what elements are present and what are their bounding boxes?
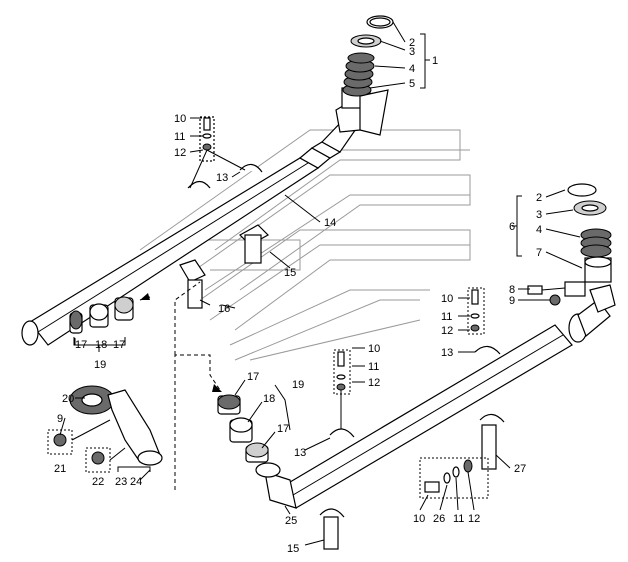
callout-22: 22 xyxy=(92,476,104,488)
callout-18-b: 18 xyxy=(263,393,275,405)
upper-elbow-assembly xyxy=(335,15,394,136)
callout-10-bottom: 10 xyxy=(413,513,425,525)
callout-5: 5 xyxy=(409,78,415,90)
right-sleeves xyxy=(217,384,291,463)
callout-12-center: 12 xyxy=(368,377,380,389)
right-bellows-assembly xyxy=(527,183,612,306)
callout-24: 24 xyxy=(130,476,142,488)
callout-19-b: 19 xyxy=(292,379,304,391)
callout-26: 26 xyxy=(433,513,445,525)
callout-21: 21 xyxy=(54,463,66,475)
callout-11-left: 11 xyxy=(174,131,185,143)
callout-20: 20 xyxy=(62,393,74,405)
callout-13-center: 13 xyxy=(294,447,306,459)
callout-14: 14 xyxy=(324,217,336,229)
callout-10-left: 10 xyxy=(174,113,186,125)
callout-8: 8 xyxy=(509,284,515,296)
callout-15-left: 15 xyxy=(284,267,296,279)
callout-4-upper: 4 xyxy=(409,63,415,75)
right-long-pipe xyxy=(255,284,616,509)
left-flange-elbow xyxy=(47,385,163,473)
callout-7: 7 xyxy=(536,247,542,259)
callout-9-left: 9 xyxy=(57,413,63,425)
callout-12-mid: 12 xyxy=(441,325,453,337)
callout-6: 6 xyxy=(509,221,515,233)
callout-3-upper: 3 xyxy=(409,46,415,58)
callout-labels: 1 2 3 4 5 10 11 12 13 14 15 16 17 18 17 … xyxy=(54,37,542,555)
left-long-pipe xyxy=(21,117,359,346)
callout-12-bottom: 12 xyxy=(468,513,480,525)
callout-10-center: 10 xyxy=(368,343,380,355)
callout-11-center: 11 xyxy=(368,361,379,373)
callout-1: 1 xyxy=(432,55,438,67)
callout-9-right: 9 xyxy=(509,295,515,307)
callout-17-d: 17 xyxy=(277,423,289,435)
callout-13-left: 13 xyxy=(216,172,228,184)
callout-12-left: 12 xyxy=(174,147,186,159)
callout-17-a: 17 xyxy=(75,339,87,351)
callout-25: 25 xyxy=(285,515,297,527)
callout-15-bottom: 15 xyxy=(287,543,299,555)
bellows-left xyxy=(342,52,375,97)
left-clamps xyxy=(179,116,269,309)
callout-17-b: 17 xyxy=(113,339,125,351)
callout-11-bottom: 11 xyxy=(453,513,464,525)
callout-2-upper: 2 xyxy=(409,37,415,49)
assembly-brackets xyxy=(74,33,522,345)
callout-19-a: 19 xyxy=(94,359,106,371)
callout-3-right: 3 xyxy=(536,209,542,221)
dashed-connectors xyxy=(174,281,222,490)
callout-13-mid: 13 xyxy=(441,347,453,359)
callout-10-mid: 10 xyxy=(441,293,453,305)
callout-17-c: 17 xyxy=(247,371,259,383)
callout-18-a: 18 xyxy=(95,339,107,351)
callout-2-right: 2 xyxy=(536,192,542,204)
right-clamps xyxy=(319,287,505,550)
callout-11-mid: 11 xyxy=(441,311,452,323)
callout-16: 16 xyxy=(218,303,230,315)
callout-27: 27 xyxy=(514,463,526,475)
leader-lines xyxy=(59,21,583,546)
callout-23: 23 xyxy=(115,476,127,488)
left-sleeves xyxy=(69,293,151,352)
callout-4-right: 4 xyxy=(536,224,542,236)
